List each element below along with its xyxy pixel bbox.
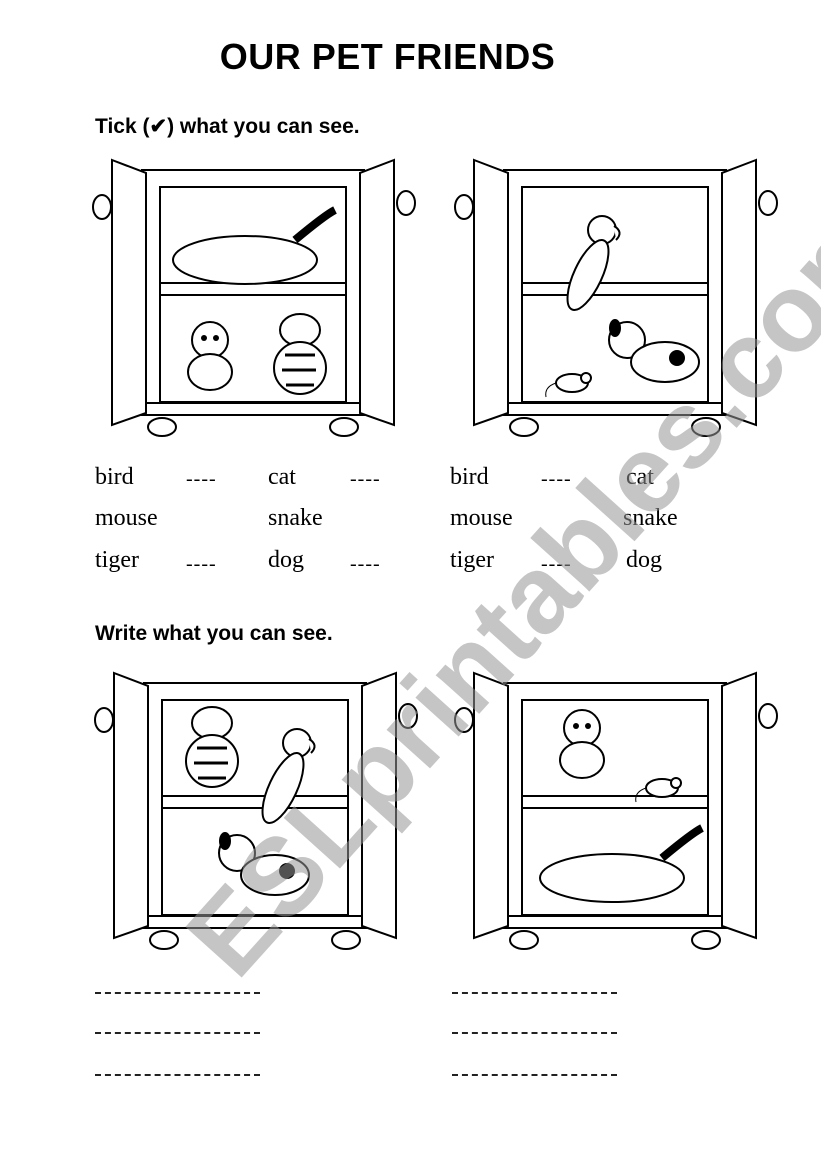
word-tiger: tiger — [450, 547, 494, 573]
word-mouse: mouse — [95, 505, 158, 531]
word-mouse: mouse — [450, 505, 513, 531]
cabinet-drawing — [454, 671, 778, 950]
page-title: OUR PET FRIENDS — [219, 36, 556, 77]
tiger-icon — [185, 706, 239, 788]
word-bird: bird — [95, 464, 134, 490]
cabinet-picture-1 — [92, 158, 416, 437]
write-instruction: Write what you can see. — [95, 622, 333, 645]
cabinet-drawing — [454, 158, 778, 437]
word-tiger: tiger — [95, 547, 139, 573]
word-cat: cat — [626, 464, 654, 490]
word-dog: dog — [626, 547, 662, 573]
tick-instruction: Tick (✔) what you can see. — [95, 115, 360, 138]
snake-icon — [539, 824, 704, 903]
dog-icon — [608, 319, 700, 383]
cabinet-picture-3 — [94, 671, 418, 950]
write-line[interactable] — [452, 992, 617, 994]
write-line[interactable] — [95, 1074, 260, 1076]
tick-blank[interactable]: ---- — [186, 468, 217, 490]
tick-blank[interactable]: ---- — [350, 468, 381, 490]
word-dog: dog — [268, 547, 304, 573]
write-line[interactable] — [95, 992, 260, 994]
tick-blank[interactable]: ---- — [186, 553, 217, 575]
write-line[interactable] — [95, 1032, 260, 1034]
tick-blank[interactable]: ---- — [541, 468, 572, 490]
write-line[interactable] — [452, 1074, 617, 1076]
cat-icon — [559, 709, 605, 779]
word-bird: bird — [450, 464, 489, 490]
cabinet-drawing — [94, 671, 418, 950]
word-snake: snake — [623, 505, 678, 531]
parrot-icon — [261, 728, 316, 824]
tick-blank[interactable]: ---- — [541, 553, 572, 575]
word-snake: snake — [268, 505, 323, 531]
word-cat: cat — [268, 464, 296, 490]
cabinet-picture-4 — [454, 671, 778, 950]
tick-blank[interactable]: ---- — [350, 553, 381, 575]
snake-icon — [172, 206, 337, 285]
mouse-icon — [545, 372, 592, 398]
cabinet-drawing — [92, 158, 416, 437]
write-line[interactable] — [452, 1032, 617, 1034]
cabinet-picture-2 — [454, 158, 778, 437]
dog-icon — [218, 832, 310, 896]
tiger-icon — [273, 313, 327, 395]
parrot-icon — [566, 215, 621, 311]
cat-icon — [187, 321, 233, 391]
mouse-icon — [635, 777, 682, 803]
